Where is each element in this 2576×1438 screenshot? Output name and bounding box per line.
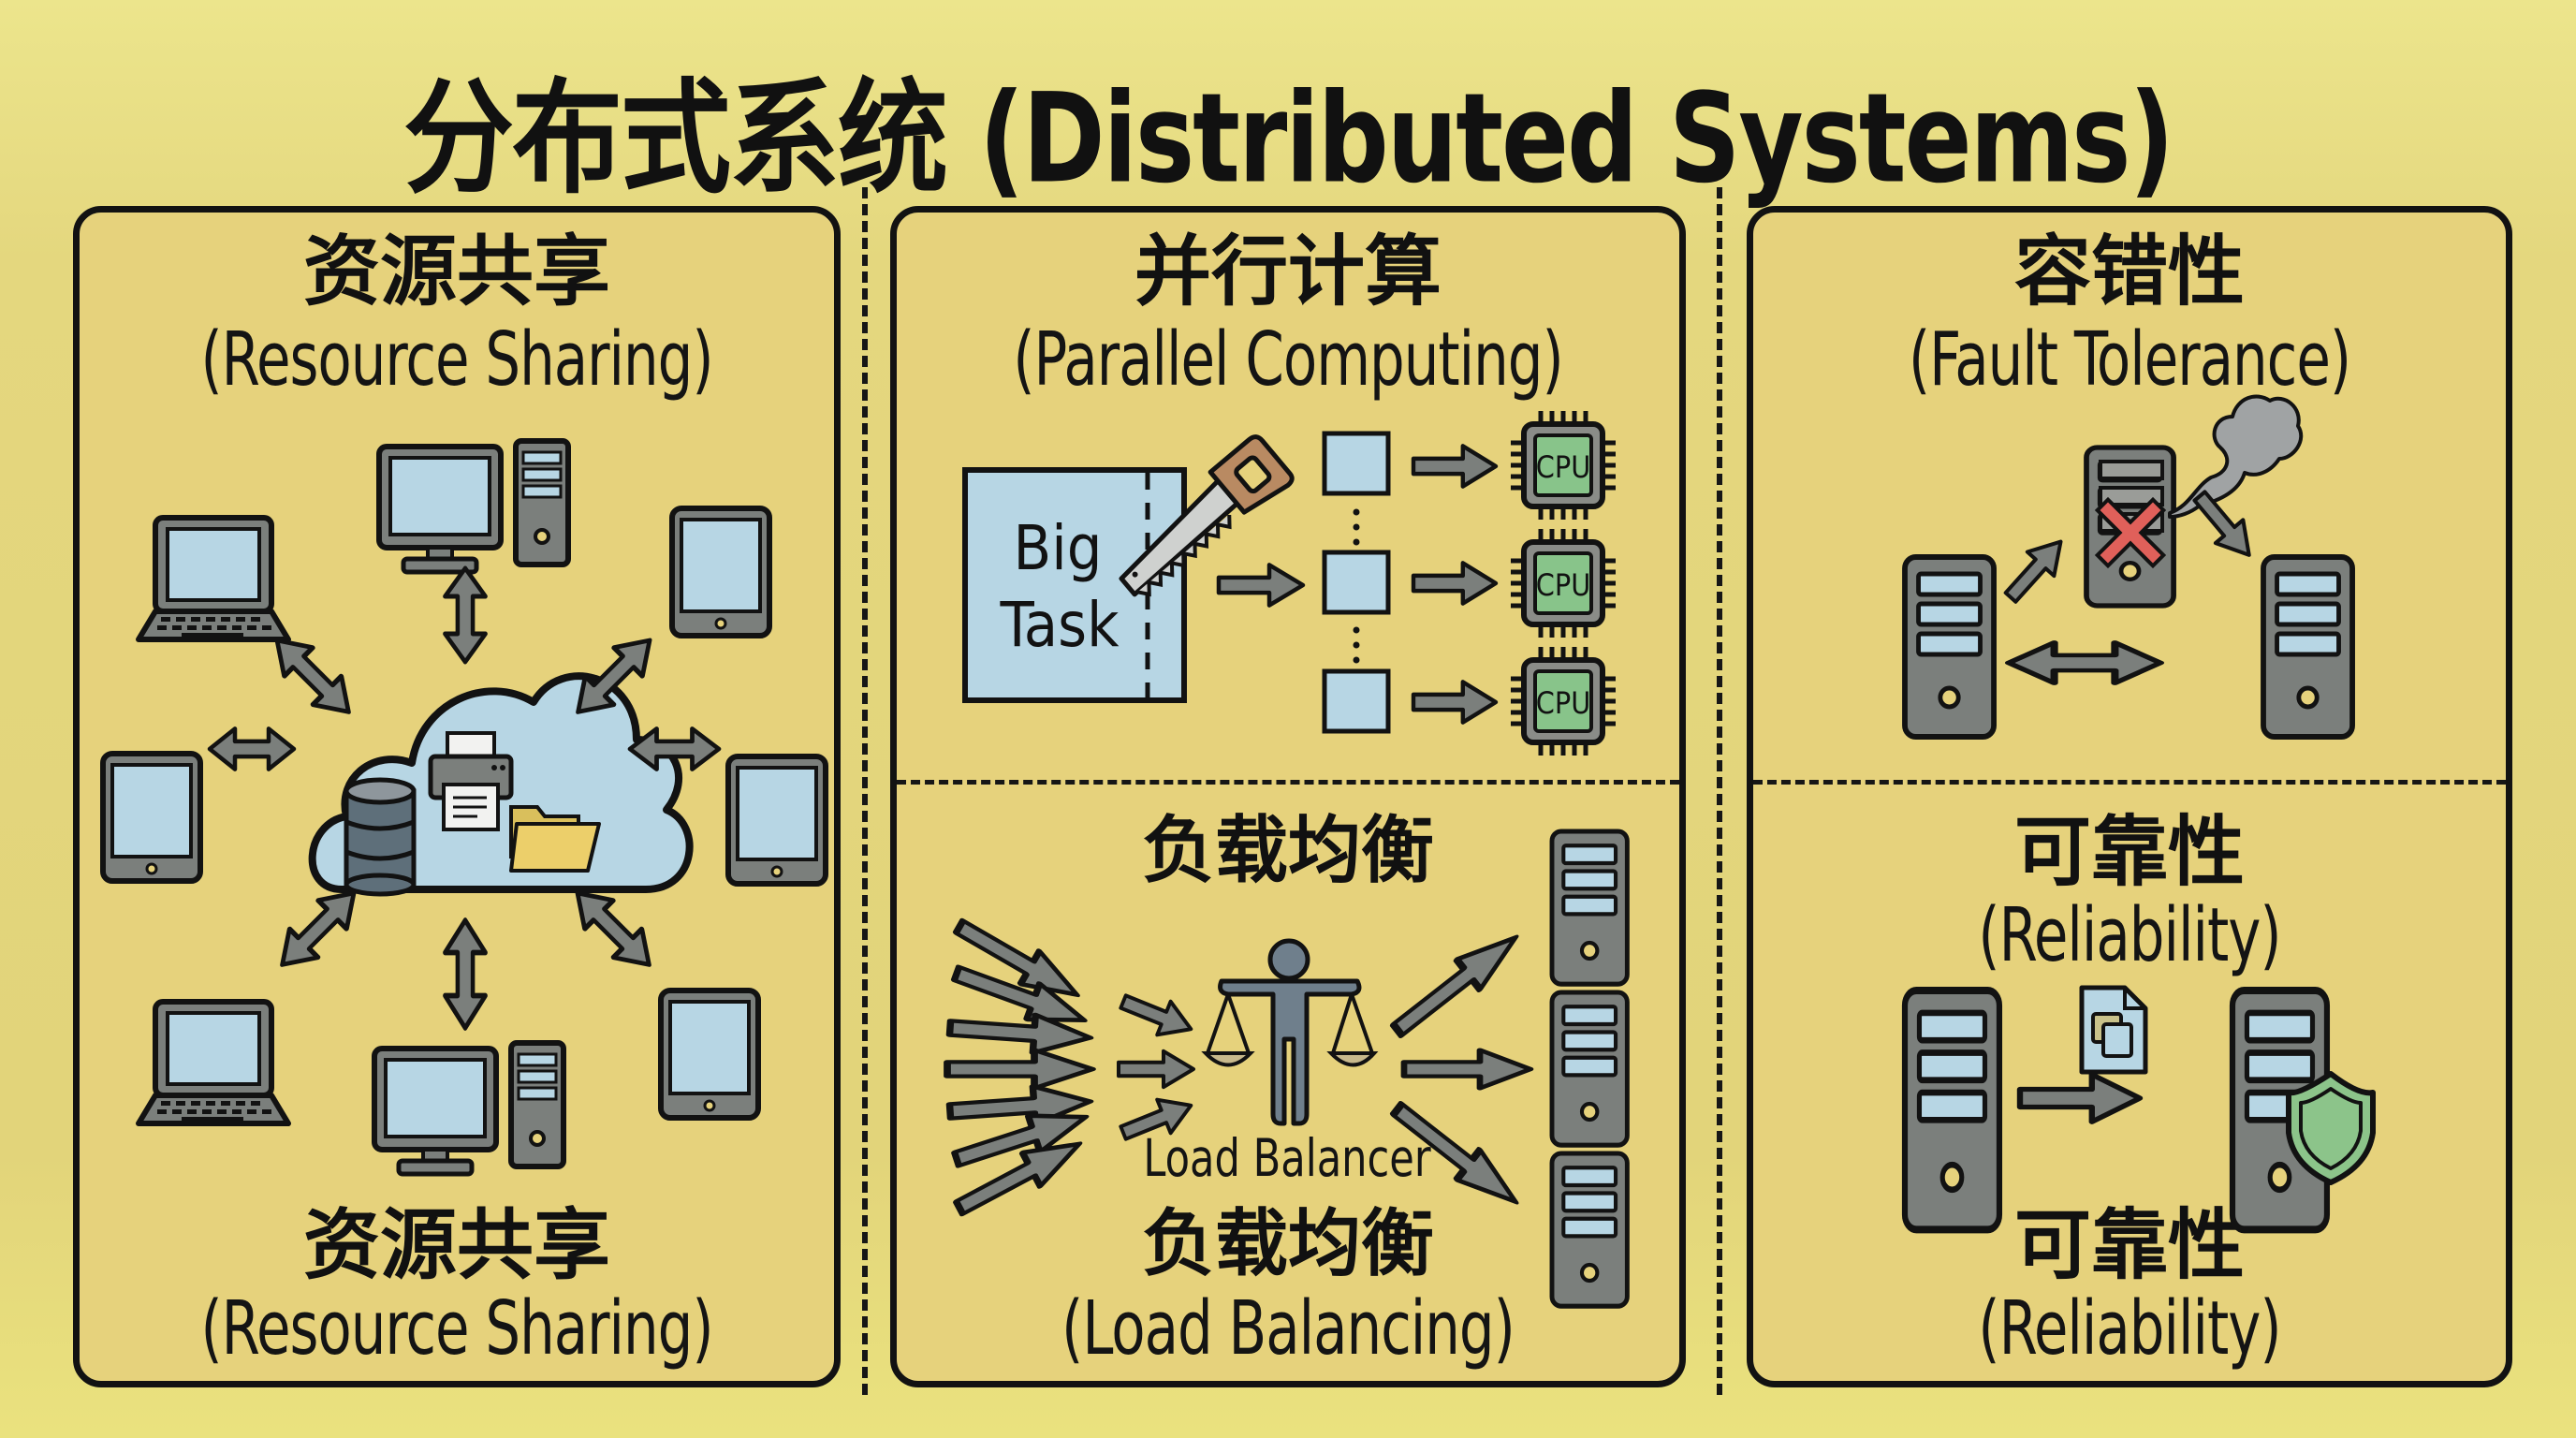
smoke-icon — [2168, 394, 2304, 519]
cpu-label: CPU — [1536, 449, 1591, 485]
fault-tolerance-diagram — [1905, 394, 2352, 737]
subtask-block — [1322, 550, 1391, 615]
request-arrow-icon — [1114, 1086, 1200, 1152]
cpu-icon: CPU — [1511, 529, 1616, 638]
load-balancing-footer-en: (Load Balancing) — [1061, 1284, 1515, 1372]
big-task-label-line1: Big — [1014, 512, 1103, 584]
fault-tolerance-title-zh: 容错性 — [2013, 227, 2245, 316]
subtask-block — [1322, 431, 1391, 496]
server-icon — [1905, 557, 1994, 737]
fault-tolerance-title-en: (Fault Tolerance) — [1908, 315, 2351, 404]
cpu-icon: CPU — [1511, 411, 1616, 520]
scale-icon — [1201, 993, 1379, 1067]
saw-icon — [1119, 434, 1295, 597]
parallel-computing-diagram: Big Task — [962, 411, 1616, 756]
cpu-label: CPU — [1536, 685, 1591, 721]
arrow-right-icon — [1413, 446, 1496, 486]
error-x-icon — [2094, 496, 2167, 569]
desktop-computer-icon — [379, 441, 568, 572]
bidirectional-arrow-icon — [210, 728, 294, 769]
resource-sharing-footer-zh: 资源共享 — [302, 1201, 610, 1290]
resource-sharing-diagram — [103, 441, 826, 1174]
resource-sharing-title-zh: 资源共享 — [302, 227, 610, 316]
page-title: 分布式系统 (Distributed Systems) — [403, 66, 2174, 211]
bidirectional-arrow-icon — [445, 568, 485, 662]
bidirectional-arrow-icon — [263, 626, 363, 726]
subtask-blocks — [1322, 431, 1391, 734]
load-balancing-title-zh: 负载均衡 — [1141, 809, 1434, 893]
column-divider — [862, 187, 868, 1395]
row-divider — [1753, 780, 2506, 785]
tablet-icon — [672, 508, 769, 636]
load-balancing-diagram — [947, 831, 1627, 1306]
server-icon — [1552, 992, 1627, 1145]
load-balancer-label: Load Balancer — [1143, 1128, 1431, 1189]
desktop-computer-icon — [374, 1043, 564, 1174]
arrow-right-icon — [1413, 563, 1496, 603]
load-balancer-person-icon — [1201, 938, 1379, 1126]
reliability-footer-zh: 可靠性 — [2013, 1201, 2245, 1290]
reliability-title-zh: 可靠性 — [2013, 808, 2245, 897]
big-task-label-line2: Task — [999, 589, 1120, 661]
parallel-computing-title-zh: 并行计算 — [1134, 227, 1442, 316]
cpu-icon: CPU — [1511, 647, 1616, 756]
request-arrow-icon — [1119, 1051, 1193, 1087]
parallel-computing-title-en: (Parallel Computing) — [1013, 315, 1563, 404]
server-icon — [1552, 1153, 1627, 1306]
resource-sharing-title-en: (Resource Sharing) — [200, 315, 713, 404]
tablet-icon — [728, 756, 826, 884]
printer-icon — [428, 731, 514, 831]
server-icon — [2263, 557, 2352, 737]
laptop-icon — [139, 1002, 288, 1123]
tablet-icon — [661, 990, 758, 1118]
shield-icon — [2286, 1071, 2376, 1185]
big-task-block: Big Task — [962, 467, 1187, 703]
resource-sharing-footer-en: (Resource Sharing) — [200, 1284, 713, 1372]
arrow-right-icon — [1404, 1050, 1530, 1089]
database-icon — [344, 777, 417, 897]
subtask-block — [1322, 668, 1391, 734]
arrow-right-icon — [1385, 1094, 1527, 1217]
row-divider — [897, 780, 1679, 785]
bidirectional-arrow-icon — [564, 879, 664, 979]
folder-icon — [509, 805, 601, 873]
document-copy-icon — [2079, 985, 2148, 1075]
request-arrow-icon — [1114, 983, 1200, 1049]
tablet-icon — [103, 754, 200, 881]
cpu-label: CPU — [1536, 567, 1591, 603]
arrow-right-icon — [1413, 682, 1496, 722]
replication-arrow-icon — [2020, 1075, 2140, 1122]
panel-fault-reliability — [1747, 206, 2512, 1387]
laptop-icon — [139, 518, 288, 639]
reliability-title-en: (Reliability) — [1978, 891, 2281, 979]
bidirectional-arrow-icon — [2009, 642, 2160, 682]
request-arrow-icon — [947, 1050, 1092, 1089]
server-icon — [1552, 831, 1627, 984]
bidirectional-arrow-icon — [445, 920, 485, 1028]
arrow-right-icon — [1385, 922, 1527, 1045]
column-divider — [1717, 187, 1722, 1395]
server-icon — [1905, 990, 1999, 1229]
failover-arrow-icon — [1998, 530, 2074, 609]
load-balancing-footer-zh: 负载均衡 — [1141, 1202, 1434, 1286]
arrow-right-icon — [1219, 565, 1303, 605]
reliability-footer-en: (Reliability) — [1978, 1284, 2281, 1372]
bidirectional-arrow-icon — [268, 879, 368, 979]
reliability-diagram — [1905, 985, 2376, 1229]
